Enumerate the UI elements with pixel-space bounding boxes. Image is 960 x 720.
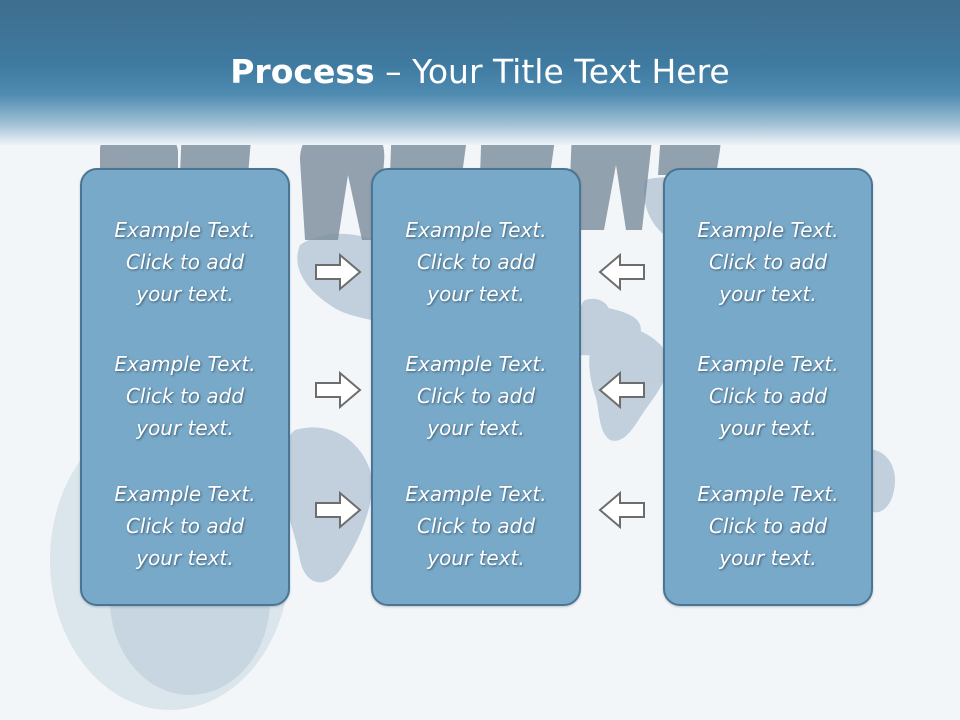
entry-line: Example Text. xyxy=(405,482,547,506)
arrow-left-icon[interactable] xyxy=(598,490,646,530)
entry-line: Click to add xyxy=(708,384,828,408)
entry-line: Example Text. xyxy=(697,482,839,506)
entry-line: Example Text. xyxy=(114,218,256,242)
entry-line: Click to add xyxy=(708,514,828,538)
entry-line: Click to add xyxy=(416,384,536,408)
entry-line: Example Text. xyxy=(114,352,256,376)
entry-line: your text. xyxy=(719,416,817,440)
entry-line: Example Text. xyxy=(697,352,839,376)
arrow-right-icon[interactable] xyxy=(314,370,362,410)
entry-line: Click to add xyxy=(125,384,245,408)
arrow-left-icon[interactable] xyxy=(598,252,646,292)
entry-line: Click to add xyxy=(125,250,245,274)
entry-line: Click to add xyxy=(416,250,536,274)
entry-line: your text. xyxy=(136,282,234,306)
arrow-left-icon[interactable] xyxy=(598,370,646,410)
slide-title[interactable]: Process – Your Title Text Here xyxy=(0,52,960,91)
text-entry[interactable]: Example Text. Click to add your text. xyxy=(82,214,288,310)
text-entry[interactable]: Example Text. Click to add your text. xyxy=(665,214,871,310)
process-box-left[interactable]: Example Text. Click to add your text. Ex… xyxy=(80,168,290,606)
process-box-right[interactable]: Example Text. Click to add your text. Ex… xyxy=(663,168,873,606)
process-box-center[interactable]: Example Text. Click to add your text. Ex… xyxy=(371,168,581,606)
entry-line: Click to add xyxy=(125,514,245,538)
text-entry[interactable]: Example Text. Click to add your text. xyxy=(373,348,579,444)
title-bold: Process xyxy=(230,52,375,91)
text-entry[interactable]: Example Text. Click to add your text. xyxy=(373,214,579,310)
text-entry[interactable]: Example Text. Click to add your text. xyxy=(665,478,871,574)
entry-line: Example Text. xyxy=(405,352,547,376)
entry-line: your text. xyxy=(719,546,817,570)
text-entry[interactable]: Example Text. Click to add your text. xyxy=(373,478,579,574)
entry-line: Click to add xyxy=(416,514,536,538)
entry-line: Click to add xyxy=(708,250,828,274)
text-entry[interactable]: Example Text. Click to add your text. xyxy=(82,478,288,574)
entry-line: your text. xyxy=(427,282,525,306)
entry-line: Example Text. xyxy=(697,218,839,242)
entry-line: your text. xyxy=(427,546,525,570)
text-entry[interactable]: Example Text. Click to add your text. xyxy=(82,348,288,444)
arrow-right-icon[interactable] xyxy=(314,490,362,530)
entry-line: Example Text. xyxy=(114,482,256,506)
entry-line: Example Text. xyxy=(405,218,547,242)
entry-line: your text. xyxy=(427,416,525,440)
title-rest: – Your Title Text Here xyxy=(374,52,730,91)
entry-line: your text. xyxy=(136,546,234,570)
arrow-right-icon[interactable] xyxy=(314,252,362,292)
entry-line: your text. xyxy=(719,282,817,306)
entry-line: your text. xyxy=(136,416,234,440)
title-banner xyxy=(0,0,960,145)
text-entry[interactable]: Example Text. Click to add your text. xyxy=(665,348,871,444)
